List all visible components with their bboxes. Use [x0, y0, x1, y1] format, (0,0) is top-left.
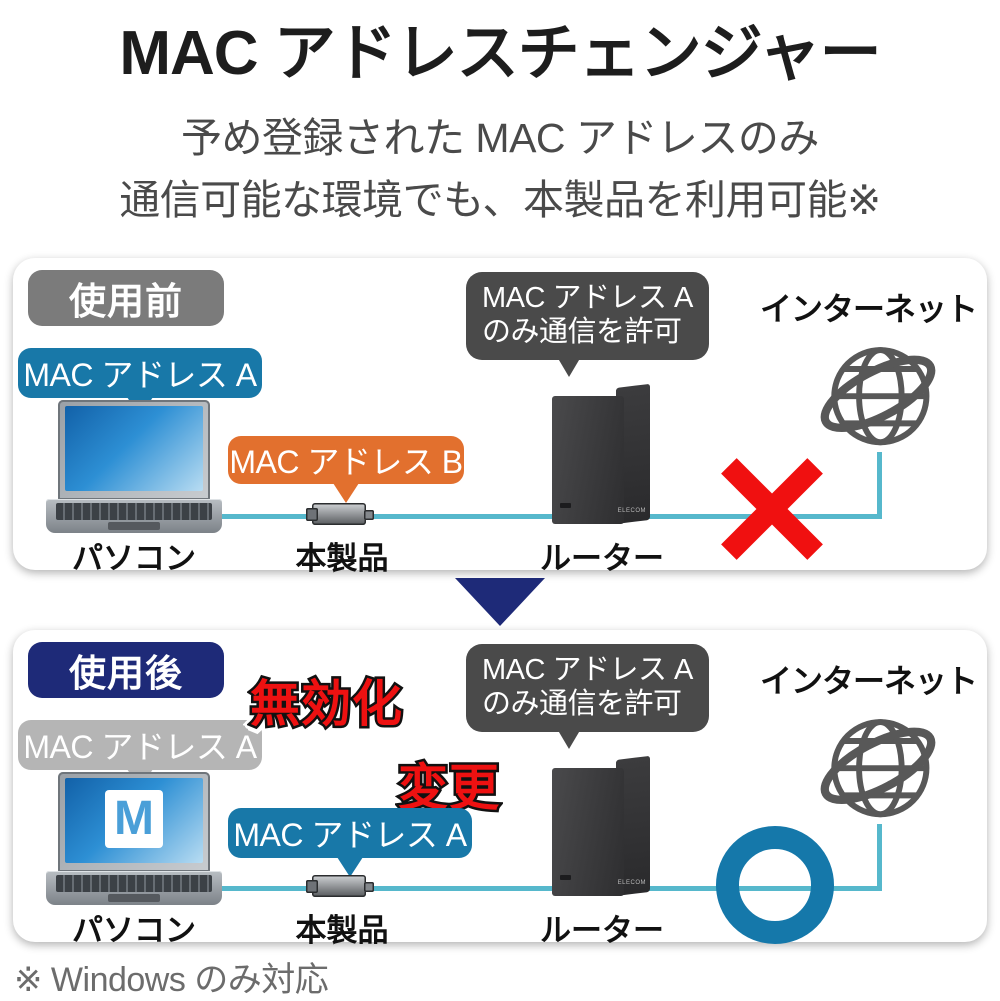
- laptop-after-trackpad: [108, 894, 160, 902]
- cable-pc-to-router-1: [130, 514, 750, 519]
- pc-mac-badge-before-label: MAC アドレス A: [23, 357, 257, 393]
- laptop-before-keyboard: [56, 503, 212, 520]
- product-dongle-before-body: [312, 503, 366, 525]
- laptop-before-lid: [58, 400, 210, 500]
- router-after-led: [560, 875, 571, 880]
- product-dongle-after-cap: [306, 880, 318, 893]
- router-policy-bubble-before-line2: のみ通信を許可: [482, 316, 682, 349]
- router-policy-bubble-before-line1: MAC アドレス A: [482, 282, 693, 314]
- internet-label-after: インターネット: [760, 663, 978, 699]
- globe-icon-before: [795, 330, 961, 460]
- router-caption-after: ルーター: [540, 913, 664, 948]
- router-before-front: [552, 396, 624, 524]
- flow-arrow-down: [455, 578, 545, 626]
- callout-disable: 無効化: [248, 674, 405, 735]
- pc-caption-after: パソコン: [72, 913, 196, 948]
- router-policy-bubble-before-tail: [556, 355, 582, 377]
- router-before-brand: ELECOM: [617, 508, 646, 514]
- product-mac-badge-after-tail: [337, 857, 363, 877]
- router-after-front: [552, 768, 624, 896]
- blocked-x-icon: [711, 446, 833, 568]
- laptop-after-keyboard: [56, 875, 212, 892]
- laptop-before-screen: [65, 406, 203, 491]
- router-before-led: [560, 503, 571, 508]
- router-after-brand: ELECOM: [617, 880, 646, 886]
- cable-riser-internet-2: [877, 824, 882, 888]
- globe-icon-after-svg: [820, 719, 936, 818]
- router-policy-bubble-after: MAC アドレス A のみ通信を許可: [466, 644, 709, 733]
- subtitle-line-2: 通信可能な環境でも、本製品を利用可能※: [119, 177, 881, 223]
- mac-changer-app-icon: M: [105, 790, 163, 848]
- product-dongle-after-body: [312, 875, 366, 897]
- product-mac-badge-after-label: MAC アドレス A: [233, 817, 467, 853]
- globe-icon-after: [795, 702, 961, 832]
- product-caption-after: 本製品: [295, 913, 389, 948]
- laptop-before-trackpad: [108, 522, 160, 530]
- product-caption-before: 本製品: [295, 541, 389, 576]
- subtitle-line-1: 予め登録された MAC アドレスのみ: [181, 115, 819, 161]
- cable-riser-internet-1: [877, 452, 882, 516]
- router-policy-bubble-after-line2: のみ通信を許可: [482, 688, 682, 721]
- allowed-o-icon: [716, 826, 834, 944]
- page-title: MAC アドレスチェンジャー: [119, 19, 881, 88]
- laptop-after: M: [46, 772, 222, 907]
- cable-pc-to-router-2: [130, 886, 750, 891]
- internet-label-before: インターネット: [760, 291, 978, 327]
- laptop-after-lid: M: [58, 772, 210, 872]
- router-before: ELECOM: [552, 383, 652, 528]
- product-mac-badge-before: MAC アドレス B: [228, 436, 464, 484]
- product-dongle-before-cap: [306, 508, 318, 521]
- laptop-before: [46, 400, 222, 535]
- stage-badge-after-label: 使用後: [69, 653, 183, 694]
- router-caption-before: ルーター: [540, 541, 664, 576]
- product-dongle-before-tip: [364, 510, 374, 520]
- product-dongle-after: [306, 871, 376, 903]
- router-policy-bubble-after-tail: [556, 727, 582, 749]
- pc-caption-before: パソコン: [72, 541, 196, 576]
- router-policy-bubble-before: MAC アドレス A のみ通信を許可: [466, 272, 709, 361]
- product-mac-badge-before-label: MAC アドレス B: [229, 444, 463, 480]
- pc-mac-badge-after: MAC アドレス A: [18, 720, 262, 770]
- product-mac-badge-before-tail: [333, 483, 359, 503]
- stage-badge-after: 使用後: [28, 642, 224, 698]
- globe-icon-before-svg: [820, 347, 936, 446]
- laptop-after-screen: M: [65, 778, 203, 863]
- stage-badge-before: 使用前: [28, 270, 224, 326]
- pc-mac-badge-after-label: MAC アドレス A: [23, 729, 257, 765]
- router-policy-bubble-after-line1: MAC アドレス A: [482, 654, 693, 686]
- pc-mac-badge-before: MAC アドレス A: [18, 348, 262, 398]
- product-dongle-before: [306, 499, 376, 531]
- router-after: ELECOM: [552, 755, 652, 900]
- product-mac-badge-after: MAC アドレス A: [228, 808, 472, 858]
- product-dongle-after-tip: [364, 882, 374, 892]
- footnote: ※ Windows のみ対応: [14, 961, 329, 999]
- stage-badge-before-label: 使用前: [69, 281, 183, 322]
- cable-router-to-internet-1: [750, 514, 882, 519]
